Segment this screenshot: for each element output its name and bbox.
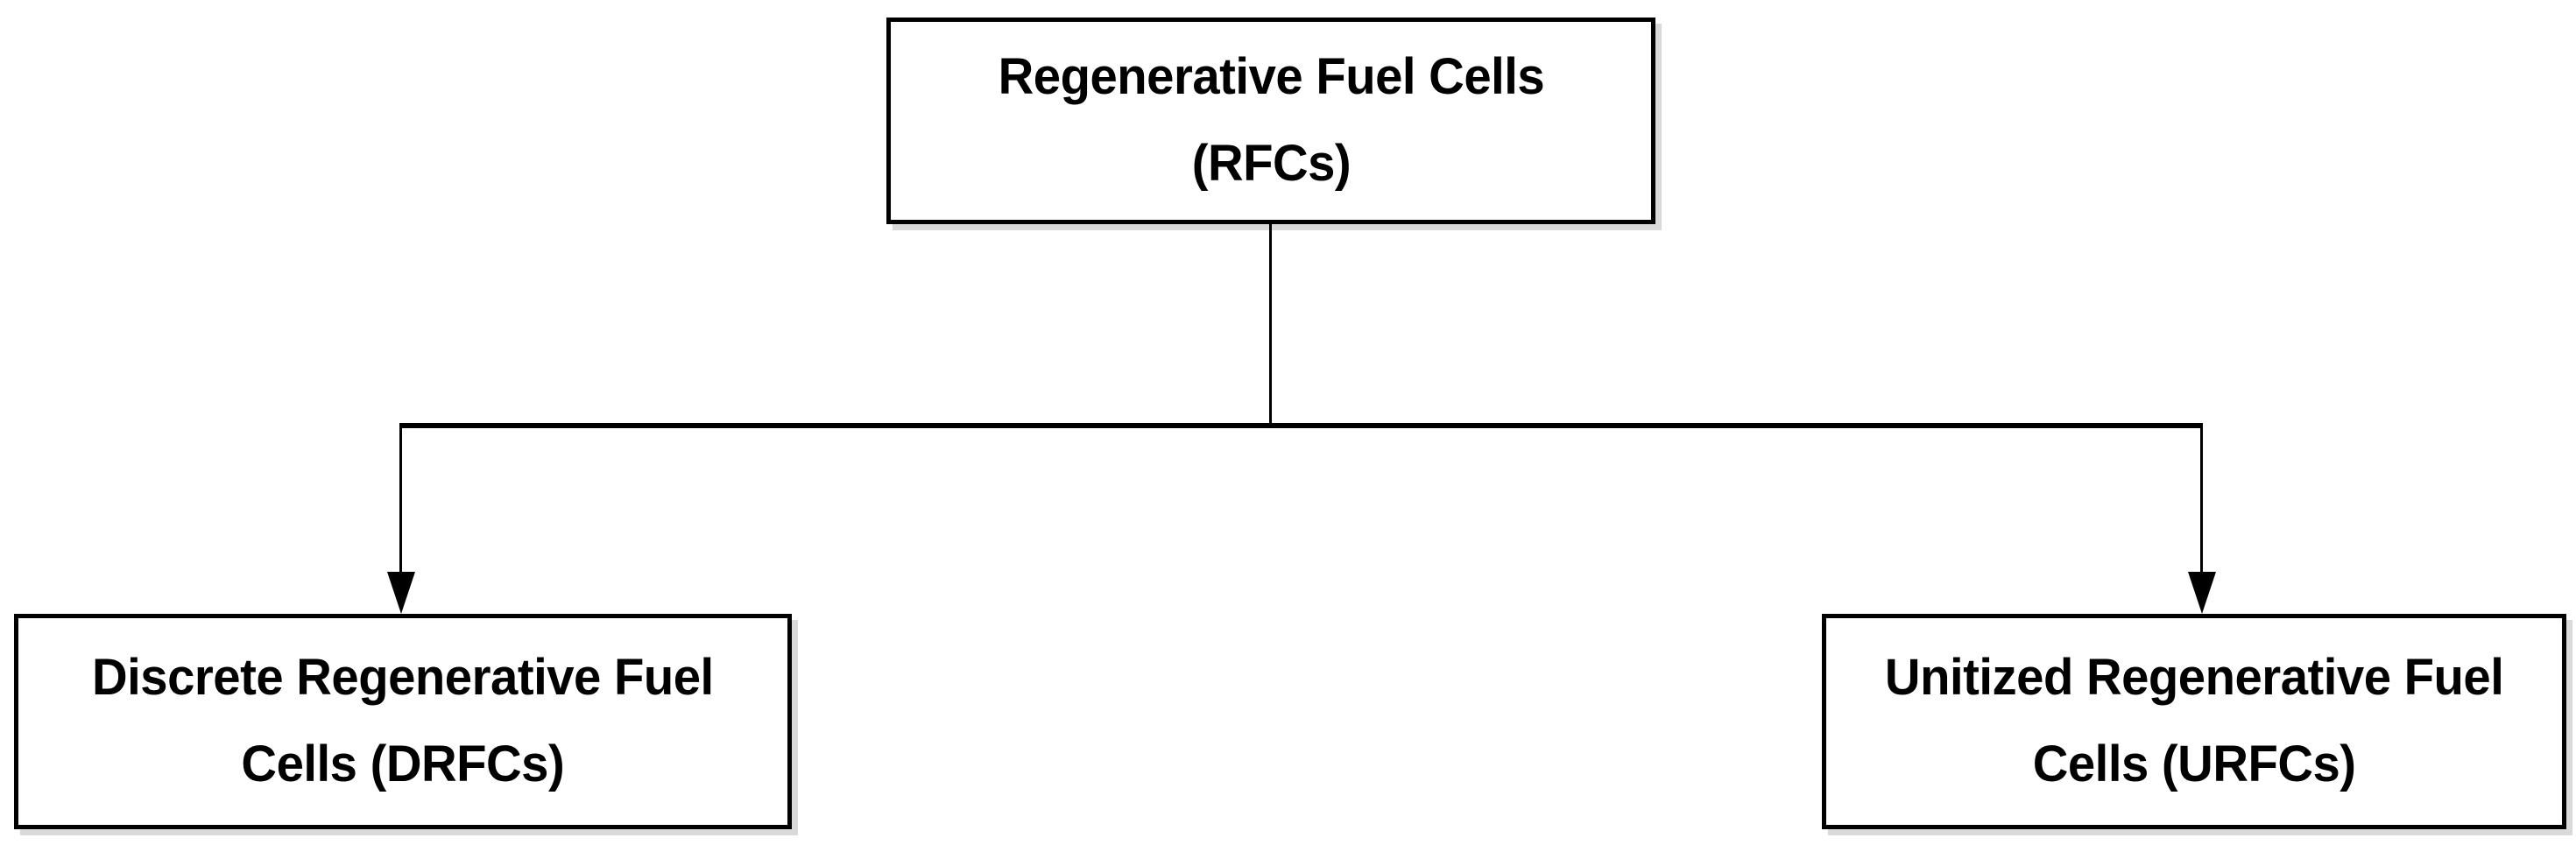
connector-stem [1269,224,1272,425]
connector-drop-left [399,423,402,574]
connector-drop-right [2200,423,2203,574]
node-label: Unitized Regenerative Fuel Cells (URFCs) [1884,649,2504,792]
node-discrete-regenerative-fuel-cells: Discrete Regenerative Fuel Cells (DRFCs) [14,614,792,829]
connector-horizontal-rail [399,423,2203,428]
node-regenerative-fuel-cells: Regenerative Fuel Cells (RFCs) [886,18,1655,224]
arrowhead-down-icon [387,572,415,614]
node-unitized-regenerative-fuel-cells: Unitized Regenerative Fuel Cells (URFCs) [1822,614,2566,829]
arrowhead-down-icon [2188,572,2216,614]
node-label: Regenerative Fuel Cells (RFCs) [998,48,1544,192]
node-label: Discrete Regenerative Fuel Cells (DRFCs) [92,649,714,792]
